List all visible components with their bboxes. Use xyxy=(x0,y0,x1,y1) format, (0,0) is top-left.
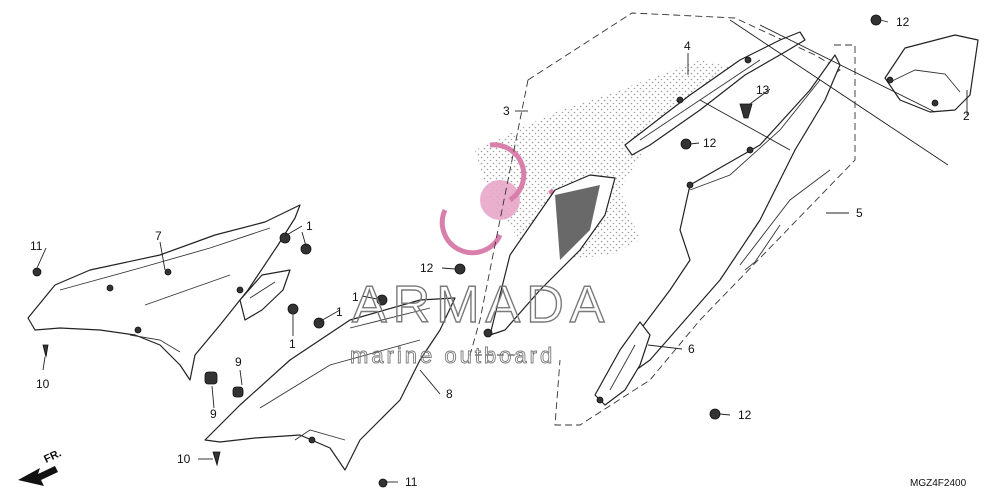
callout-11a: 11 xyxy=(30,239,43,253)
callout-3: 3 xyxy=(503,104,510,118)
bolt-12d xyxy=(709,408,721,420)
front-direction-label: FR. xyxy=(42,447,63,465)
callout-6: 6 xyxy=(688,342,695,356)
callout-9b: 9 xyxy=(210,407,217,421)
watermark-title: ARMADA xyxy=(352,276,610,334)
watermark-subtitle: marine outboard xyxy=(350,343,555,368)
grommet-1b xyxy=(300,243,312,255)
part-3-outline xyxy=(527,12,841,91)
part-8-lower-cover xyxy=(204,297,456,471)
callout-9a: 9 xyxy=(235,355,242,369)
screw-11b xyxy=(378,478,388,488)
part-3-inner-panel xyxy=(483,174,616,338)
bolt-12b xyxy=(680,138,692,150)
callout-1b: 1 xyxy=(289,337,296,351)
part-4-rear-rail xyxy=(624,31,806,156)
bolt-12c xyxy=(454,263,466,275)
grommet-1a xyxy=(279,232,291,244)
part-6-lower-rail xyxy=(594,321,651,406)
callout-2: 2 xyxy=(963,109,970,123)
screw-10b xyxy=(212,451,221,467)
screw-10a xyxy=(42,344,49,358)
callout-12d: 12 xyxy=(738,408,752,422)
part-5-outline xyxy=(554,44,856,426)
leader-lines xyxy=(36,19,968,483)
callout-12b: 12 xyxy=(703,136,717,150)
callout-13: 13 xyxy=(756,83,770,97)
callout-12a: 12 xyxy=(896,15,910,29)
callout-12c: 12 xyxy=(420,261,434,275)
part-7-side-cover xyxy=(27,204,301,381)
part-7-inner-bracket xyxy=(239,269,291,321)
callout-10b: 10 xyxy=(177,452,191,466)
callout-1a: 1 xyxy=(306,219,313,233)
part-2-seat-cowl xyxy=(884,34,979,113)
callout-11b: 11 xyxy=(405,475,418,489)
diagram-code: MGZ4F2400 xyxy=(910,478,967,489)
collar-9a xyxy=(204,371,218,385)
callout-4: 4 xyxy=(684,39,691,53)
callout-1d: 1 xyxy=(352,290,359,304)
collar-9b xyxy=(232,386,244,398)
grommet-1c xyxy=(287,303,299,315)
callout-7: 7 xyxy=(155,229,162,243)
clip-13 xyxy=(739,103,753,119)
callout-5: 5 xyxy=(856,206,863,220)
bolt-12a xyxy=(870,14,882,26)
callout-1c: 1 xyxy=(336,305,343,319)
callout-8: 8 xyxy=(446,387,453,401)
front-direction-arrow-icon xyxy=(18,466,58,486)
part-5-side-cover xyxy=(609,54,841,381)
screw-11a xyxy=(32,267,42,277)
callout-10a: 10 xyxy=(36,377,50,391)
